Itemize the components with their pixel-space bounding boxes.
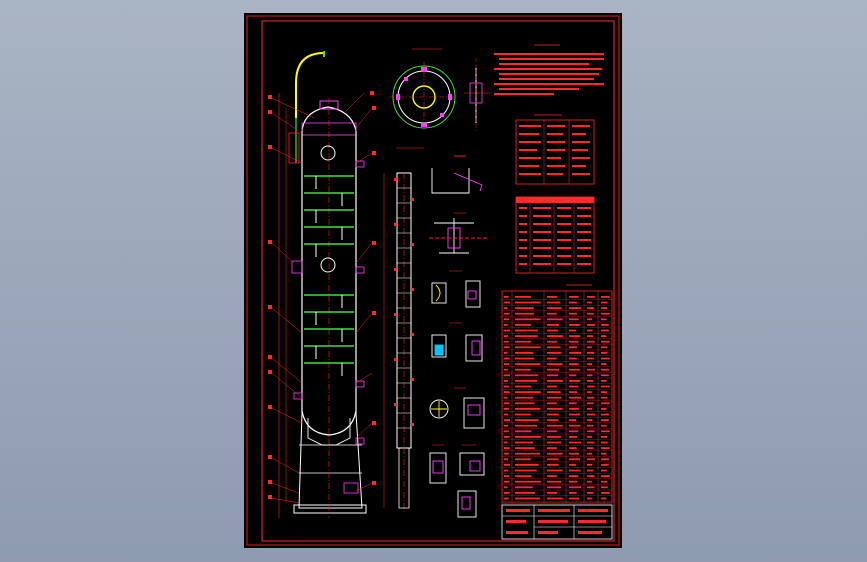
top-plan-view (389, 48, 459, 132)
column-elevation (268, 51, 376, 518)
clip-detail (464, 58, 490, 131)
drawing-outer-frame (246, 15, 620, 546)
design-data-table (515, 114, 595, 185)
technical-requirements-notes (494, 44, 604, 95)
cad-drawing-sheet (244, 13, 622, 548)
drawing-inner-frame (261, 20, 615, 542)
bill-of-materials (501, 284, 613, 504)
title-block (501, 504, 613, 540)
section-details (429, 155, 489, 518)
nozzle-table (515, 196, 595, 274)
downcomer-elevation (383, 147, 424, 513)
